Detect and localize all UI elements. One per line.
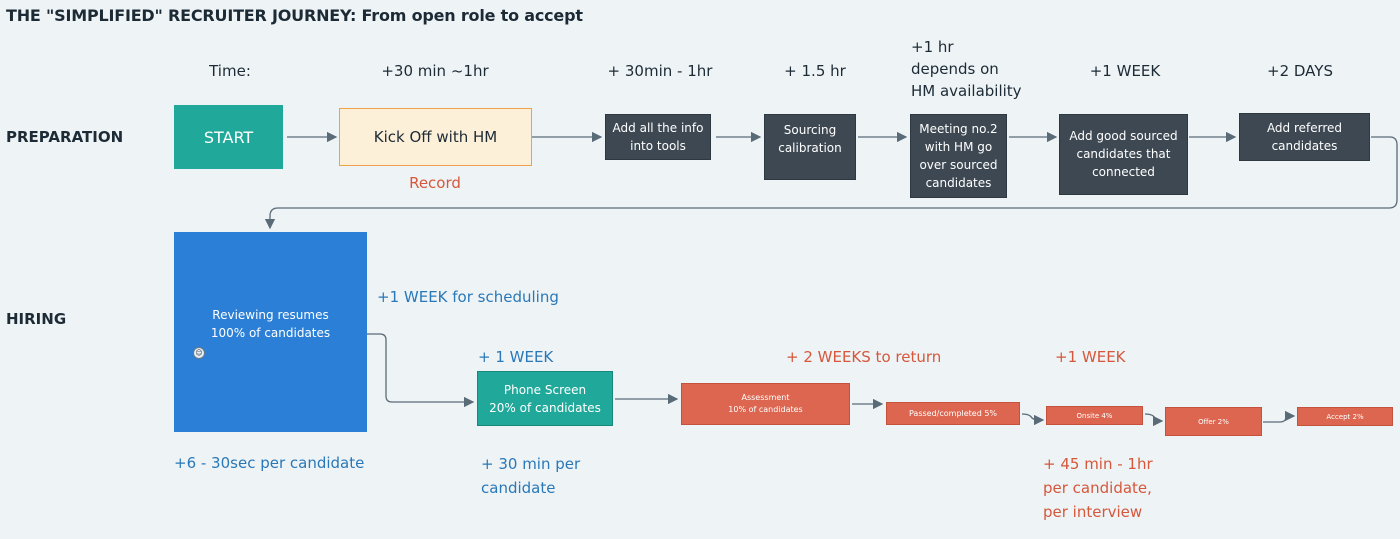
meeting-step-line4: candidates xyxy=(925,176,992,190)
time-meeting: +1 hr depends on HM availability xyxy=(911,36,1051,102)
phone-step[interactable]: Phone Screen 20% of candidates xyxy=(477,371,613,426)
arrow-referred-resumes xyxy=(264,136,1398,230)
time-sourced: +1 WEEK xyxy=(1089,62,1161,80)
phone-step-line2: 20% of candidates xyxy=(489,400,601,415)
record-note: Record xyxy=(409,174,461,192)
resumes-step[interactable]: Reviewing resumes 100% of candidates xyxy=(174,232,367,432)
page-title: THE "SIMPLIFIED" RECRUITER JOURNEY: From… xyxy=(6,6,583,25)
tools-step-line1: Add all the info xyxy=(612,121,704,135)
arrow-passed-onsite xyxy=(1021,413,1045,426)
time-kickoff: +30 min ~1hr xyxy=(381,62,489,80)
meeting-step-line3: over sourced xyxy=(919,158,998,172)
referred-step-line2: candidates xyxy=(1271,139,1338,153)
phone-week-note: + 1 WEEK xyxy=(478,348,554,366)
kickoff-step[interactable]: Kick Off with HM xyxy=(339,108,532,166)
time-referred: +2 DAYS xyxy=(1267,62,1333,80)
arrow-offer-accept xyxy=(1263,410,1296,423)
assessment-step-line2: 10% of candidates xyxy=(728,405,803,414)
onsite-step[interactable]: Onsite 4% xyxy=(1046,406,1143,425)
calibration-step-line2: calibration xyxy=(778,141,842,155)
interview-time-line1: + 45 min - 1hr xyxy=(1043,455,1153,473)
meeting-step-line2: with HM go xyxy=(924,140,993,154)
assessment-step[interactable]: Assessment 10% of candidates xyxy=(681,383,850,425)
phone-step-line1: Phone Screen xyxy=(503,382,587,397)
sourced-step-line3: connected xyxy=(1092,165,1155,179)
sourced-step-line2: candidates that xyxy=(1076,147,1171,161)
offer-step[interactable]: Offer 2% xyxy=(1165,407,1262,436)
sourced-step-line1: Add good sourced xyxy=(1069,129,1178,143)
sourced-step[interactable]: Add good sourced candidates that connect… xyxy=(1059,114,1188,195)
return-note: + 2 WEEKS to return xyxy=(786,348,942,366)
arrow-onsite-offer xyxy=(1144,413,1164,427)
phone-time-note: + 30 min per candidate xyxy=(481,452,621,500)
time-tools: + 30min - 1hr xyxy=(607,62,713,80)
meeting-step[interactable]: Meeting no.2 with HM go over sourced can… xyxy=(910,114,1007,198)
time-meeting-line3: HM availability xyxy=(911,82,1022,100)
resumes-step-line2: 100% of candidates xyxy=(210,326,331,340)
scheduling-note: +1 WEEK for scheduling xyxy=(377,288,559,306)
tools-step[interactable]: Add all the info into tools xyxy=(605,114,711,160)
phone-time-line1: + 30 min per xyxy=(481,455,581,473)
resumes-step-line1: Reviewing resumes xyxy=(212,308,329,322)
interview-time-line3: per interview xyxy=(1043,503,1143,521)
passed-step[interactable]: Passed/completed 5% xyxy=(886,402,1020,425)
section-hiring: HIRING xyxy=(6,310,67,328)
referred-step-line1: Add referred xyxy=(1266,121,1343,135)
accept-step[interactable]: Accept 2% xyxy=(1297,407,1393,426)
emoji-face-icon: ☺ xyxy=(193,347,205,359)
time-calibration: + 1.5 hr xyxy=(784,62,846,80)
time-meeting-line1: +1 hr xyxy=(911,38,954,56)
section-preparation: PREPARATION xyxy=(6,128,124,146)
calibration-step-line1: Sourcing xyxy=(783,123,837,137)
time-meeting-line2: depends on xyxy=(911,60,999,78)
meeting-step-line1: Meeting no.2 xyxy=(919,122,998,136)
time-label: Time: xyxy=(209,62,251,80)
arrow-resumes-phone xyxy=(367,333,475,408)
resume-time-note: +6 - 30sec per candidate xyxy=(174,454,365,472)
start-step[interactable]: START xyxy=(174,105,283,169)
phone-time-line2: candidate xyxy=(481,479,556,497)
assessment-step-line1: Assessment xyxy=(741,393,790,402)
interview-time-note: + 45 min - 1hr per candidate, per interv… xyxy=(1043,452,1203,524)
calibration-step[interactable]: Sourcing calibration xyxy=(764,114,856,180)
interview-time-line2: per candidate, xyxy=(1043,479,1152,497)
referred-step[interactable]: Add referred candidates xyxy=(1239,113,1370,161)
onsite-week-note: +1 WEEK xyxy=(1055,348,1126,366)
tools-step-line2: into tools xyxy=(630,139,686,153)
